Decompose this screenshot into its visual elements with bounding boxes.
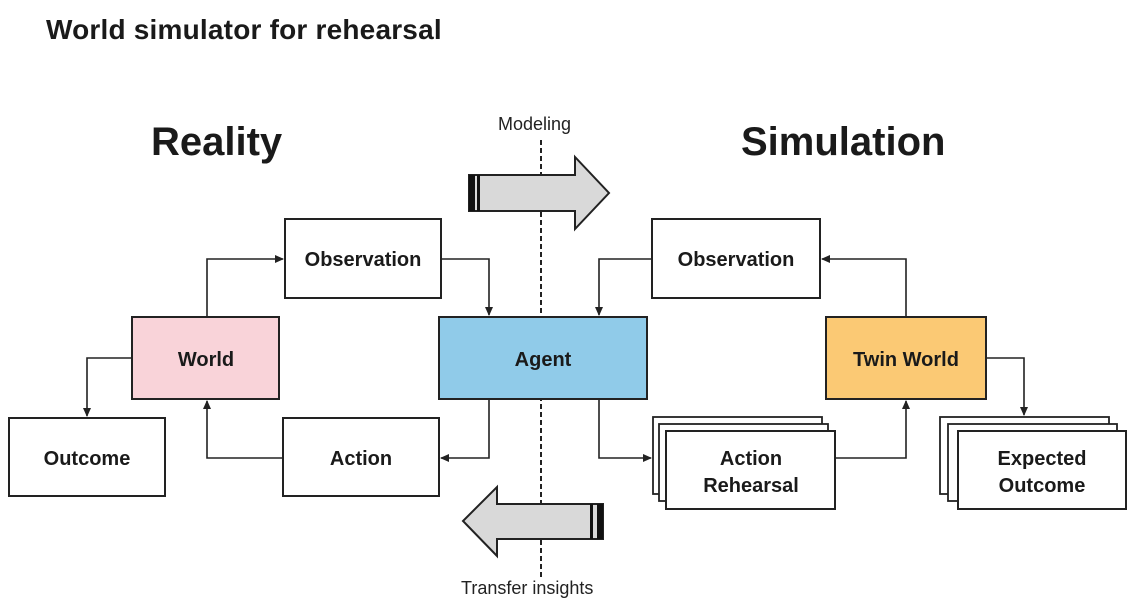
node-label-line-2: Rehearsal xyxy=(703,475,799,497)
edge-twinworld-expected-outcome xyxy=(986,357,1028,416)
node-label: Action xyxy=(330,448,392,470)
edge-action-world xyxy=(203,400,283,459)
transfer-insights-arrow xyxy=(461,484,604,559)
modeling-label: Modeling xyxy=(498,114,572,134)
node-label: Agent xyxy=(515,349,572,371)
node-label: World xyxy=(178,349,234,371)
node-action: Action xyxy=(282,417,440,497)
connectors xyxy=(83,255,1028,462)
edge-observation-sim-agent xyxy=(595,258,652,316)
node-expected-outcome: Expected Outcome xyxy=(939,416,1127,510)
node-label: Twin World xyxy=(853,349,959,371)
node-agent: Agent xyxy=(438,316,648,400)
node-label: Observation xyxy=(305,249,422,271)
reality-heading: Reality xyxy=(151,120,283,164)
edge-twinworld-observation xyxy=(821,255,907,317)
edge-agent-action xyxy=(440,399,490,462)
edge-agent-action-rehearsal xyxy=(598,399,652,462)
node-twin-world: Twin World xyxy=(825,316,987,400)
node-action-rehearsal: Action Rehearsal xyxy=(652,416,836,510)
node-label: Outcome xyxy=(44,448,131,470)
edge-observation-agent xyxy=(441,258,493,316)
modeling-arrow xyxy=(468,154,611,232)
simulation-heading: Simulation xyxy=(741,120,946,164)
node-label-line-2: Outcome xyxy=(999,475,1086,497)
transfer-insights-label: Transfer insights xyxy=(461,578,594,598)
node-outcome: Outcome xyxy=(8,417,166,497)
edge-world-outcome xyxy=(83,357,132,417)
node-observation-reality: Observation xyxy=(284,218,442,299)
node-observation-simulation: Observation xyxy=(651,218,821,299)
edge-action-rehearsal-twinworld xyxy=(835,400,910,459)
node-world: World xyxy=(131,316,280,400)
page-title: World simulator for rehearsal xyxy=(46,14,442,45)
node-label: Observation xyxy=(678,249,795,271)
node-label-line-1: Expected xyxy=(998,448,1087,470)
node-label-line-1: Action xyxy=(720,448,782,470)
edge-world-observation xyxy=(206,255,284,317)
